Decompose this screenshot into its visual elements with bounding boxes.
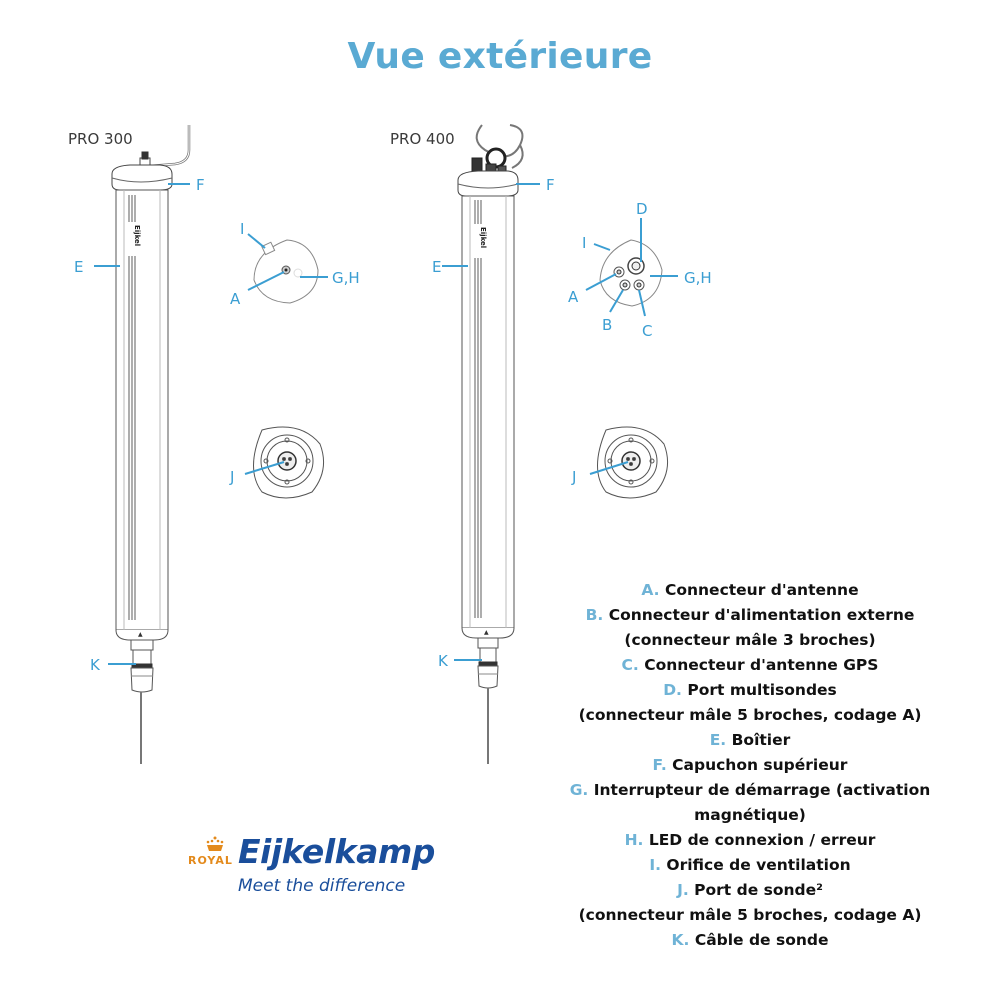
callout-b-pro400: B — [602, 316, 612, 334]
legend-text: Boîtier — [731, 731, 791, 749]
legend-item-j: J. Port de sonde² — [548, 878, 952, 903]
legend: A. Connecteur d'antenne B. Connecteur d'… — [548, 578, 952, 953]
model-label-pro400: PRO 400 — [390, 130, 455, 148]
pro400-bottom-view — [597, 426, 669, 499]
crown-icon — [206, 836, 224, 851]
legend-letter: A. — [641, 581, 660, 599]
legend-letter: H. — [624, 831, 644, 849]
legend-item-c: C. Connecteur d'antenne GPS — [548, 653, 952, 678]
legend-item-i: I. Orifice de ventilation — [548, 853, 952, 878]
callout-k-pro400: K — [438, 652, 449, 670]
callout-f-pro300: F — [196, 176, 205, 194]
callout-e-pro300: E — [74, 258, 83, 276]
callout-gh-pro300: G,H — [332, 269, 360, 287]
pro400-device: Eijkel ▲ — [457, 124, 524, 764]
callout-j-pro300: J — [229, 468, 234, 486]
callout-a-pro300: A — [230, 290, 241, 308]
legend-item-b-sub: (connecteur mâle 3 broches) — [624, 631, 876, 649]
legend-text: Câble de sonde — [694, 931, 829, 949]
legend-text: Connecteur d'antenne GPS — [644, 656, 879, 674]
legend-item-b: B. Connecteur d'alimentation externe — [548, 603, 952, 628]
legend-text: Port de sonde² — [694, 881, 823, 899]
legend-letter: E. — [709, 731, 727, 749]
logo-brand-name: Eijkelkamp — [238, 832, 435, 871]
callout-f-pro400: F — [546, 176, 555, 194]
callout-gh-pro400: G,H — [684, 269, 712, 287]
callout-i-pro400: I — [582, 234, 586, 252]
logo-tagline: Meet the difference — [238, 876, 406, 896]
legend-letter: J. — [677, 881, 689, 899]
legend-text: Connecteur d'antenne — [664, 581, 859, 599]
callout-i-pro300: I — [240, 220, 244, 238]
legend-text: Interrupteur de démarrage (activation — [593, 781, 931, 799]
callout-j-pro400: J — [571, 468, 576, 486]
pro300-bottom-view — [253, 426, 325, 499]
legend-item-k: K. Câble de sonde — [548, 928, 952, 953]
legend-item-e: E. Boîtier — [548, 728, 952, 753]
callout-d-pro400: D — [636, 200, 648, 218]
page-title: Vue extérieure — [347, 36, 653, 77]
callout-a-pro400: A — [568, 288, 579, 306]
model-label-pro300: PRO 300 — [68, 130, 133, 148]
callout-letters: F E I A G,H J K F E D I A B C G,H J K — [74, 176, 712, 674]
legend-item-d-sub: (connecteur mâle 5 broches, codage A) — [578, 706, 922, 724]
callout-e-pro400: E — [432, 258, 441, 276]
legend-text: Port multisondes — [687, 681, 837, 699]
eijkelkamp-logo: ROYAL Eijkelkamp Meet the difference — [186, 830, 446, 900]
legend-letter: C. — [621, 656, 639, 674]
svg-text:Eijkel: Eijkel — [133, 225, 141, 246]
legend-text: LED de connexion / erreur — [648, 831, 876, 849]
pro400-top-view — [599, 239, 663, 307]
legend-letter: F. — [652, 756, 667, 774]
legend-item-a: A. Connecteur d'antenne — [548, 578, 952, 603]
legend-text: Connecteur d'alimentation externe — [608, 606, 915, 624]
legend-item-g: G. Interrupteur de démarrage (activation — [548, 778, 952, 803]
legend-item-j-sub: (connecteur mâle 5 broches, codage A) — [578, 906, 922, 924]
legend-item-h: H. LED de connexion / erreur — [548, 828, 952, 853]
svg-text:▲: ▲ — [484, 629, 489, 636]
pro300-top-view — [253, 239, 319, 304]
legend-letter: D. — [663, 681, 682, 699]
callout-k-pro300: K — [90, 656, 101, 674]
legend-text: Capuchon supérieur — [672, 756, 848, 774]
legend-letter: I. — [649, 856, 661, 874]
svg-text:Eijkel: Eijkel — [479, 227, 487, 248]
legend-letter: B. — [585, 606, 604, 624]
pro300-device: Eijkel ▲ — [111, 125, 191, 764]
legend-item-g-sub: magnétique) — [694, 806, 806, 824]
svg-text:▲: ▲ — [138, 631, 143, 638]
callout-c-pro400: C — [642, 322, 652, 340]
legend-text: Orifice de ventilation — [666, 856, 851, 874]
legend-item-f: F. Capuchon supérieur — [548, 753, 952, 778]
legend-letter: G. — [569, 781, 589, 799]
callout-lines — [94, 183, 678, 665]
logo-royal-text: ROYAL — [188, 854, 233, 867]
legend-letter: K. — [671, 931, 690, 949]
legend-item-d: D. Port multisondes — [548, 678, 952, 703]
